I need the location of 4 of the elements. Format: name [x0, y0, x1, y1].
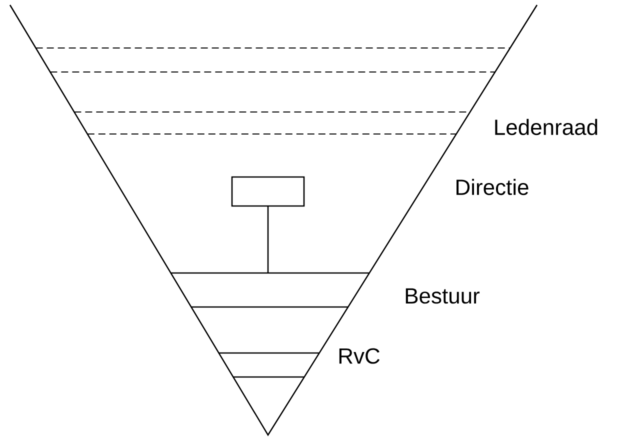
layer-label: Ledenraad	[495, 118, 598, 136]
layer-label: RvC	[339, 348, 380, 364]
layer-label: Directie	[456, 178, 528, 196]
layer-label: Bestuur	[406, 288, 480, 304]
